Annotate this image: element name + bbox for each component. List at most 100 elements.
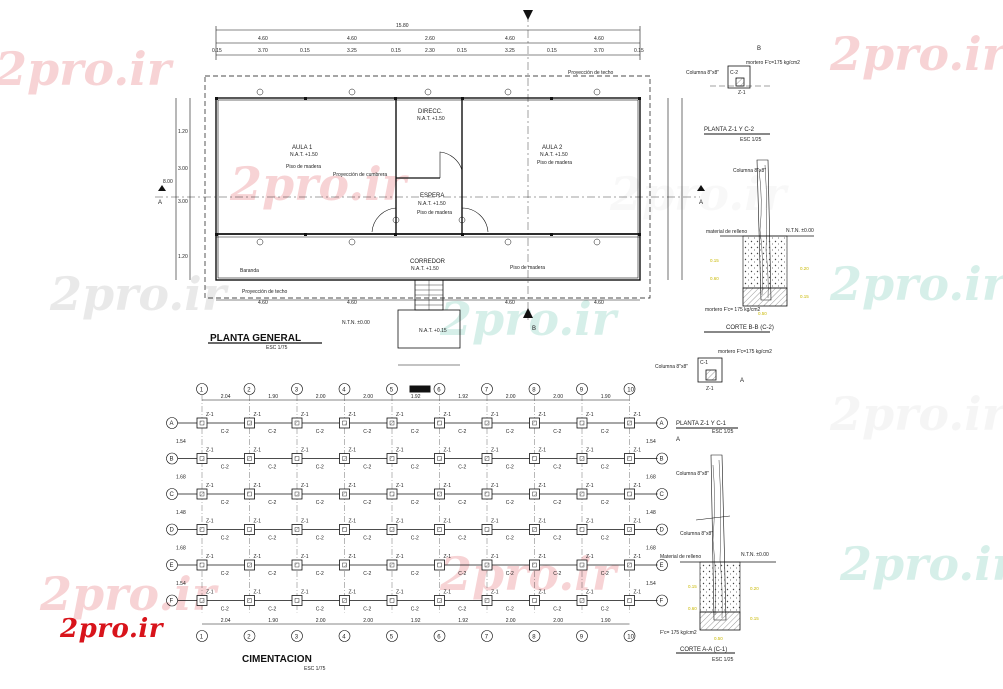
grid-bubble: [481, 383, 493, 395]
column: [627, 562, 632, 568]
column: [247, 598, 252, 603]
beam-label: C-2: [221, 607, 229, 613]
footing-label: Z-1: [396, 590, 404, 596]
side-dimension: 3.00: [178, 199, 188, 205]
beam-label: C-2: [458, 607, 466, 613]
dimension: 2.00: [506, 618, 516, 624]
grid-bubble: [656, 488, 668, 500]
sub-dimension: 3.25: [505, 48, 515, 54]
grid-bubble: [656, 559, 668, 571]
column: [294, 456, 300, 461]
beam-label: C-2: [221, 571, 229, 577]
section-title: CORTE B-B (C-2): [726, 325, 774, 331]
top-dimension: 4.60: [594, 36, 604, 42]
beam-label: C-2: [506, 500, 514, 506]
sub-dimension: 0.15: [391, 48, 401, 54]
column: [294, 420, 300, 426]
grid-label: 7: [485, 635, 489, 641]
grid-bubble: [291, 630, 303, 642]
top-dimension: 2.60: [425, 36, 435, 42]
grid-bubble: [243, 383, 256, 395]
footing-label: Z-1: [634, 554, 642, 560]
grid-bubble: [386, 383, 398, 395]
column: [199, 420, 205, 426]
footing-label: Z-1: [634, 448, 642, 454]
detail-b-labels: B C-2 Z-1 Columna 8"x8" mortero F'c=175 …: [686, 46, 814, 331]
beam-label: C-2: [601, 429, 609, 435]
grid-bubble: [196, 383, 208, 395]
column: [484, 456, 490, 461]
column: [532, 598, 537, 603]
grid-label: A: [170, 421, 174, 427]
footing-label: Z-1: [349, 483, 357, 489]
grid-label: 5: [390, 635, 394, 641]
dimension: 0.60: [710, 276, 719, 281]
grid-label: 6: [437, 635, 441, 641]
beam-label: C-2: [506, 571, 514, 577]
sub-dimension: 2.30: [425, 48, 435, 54]
column: [437, 527, 442, 532]
column: [342, 527, 347, 532]
detail-plan-scale: ESC 1/25: [740, 137, 762, 143]
dimension: 2.00: [553, 394, 563, 400]
dimension: 2.00: [506, 394, 516, 400]
ridge-projection-note: Proyección de cumbrera: [333, 172, 387, 178]
column: [247, 420, 252, 426]
bottom-dimension: 4.60: [347, 300, 357, 306]
roof-projection-note: Proyección de techo: [568, 70, 614, 76]
dimension: 1.54: [646, 581, 656, 587]
dimension: 0.50: [714, 636, 723, 641]
column: [627, 420, 632, 426]
beam-label: C-2: [411, 571, 419, 577]
beam-label: C-2: [316, 429, 324, 435]
column: [627, 527, 632, 532]
column: [247, 562, 252, 568]
brand-logo[interactable]: 2pro.ir: [60, 614, 163, 644]
grid-bubble: [656, 417, 668, 429]
plan-title: PLANTA GENERAL: [210, 333, 301, 344]
footing-label: Z-1: [586, 554, 594, 560]
sub-dimension: 0.15: [212, 48, 222, 54]
bottom-dimension: 4.60: [594, 300, 604, 306]
footing-label: Z-1: [539, 519, 547, 525]
beam-label: C-2: [553, 571, 561, 577]
column-note: Columna 8"x8": [686, 70, 719, 76]
room-name: CORREDOR: [410, 259, 446, 265]
beam-label: C-2: [506, 607, 514, 613]
beam-label: C-2: [268, 429, 276, 435]
grid-bubble: [576, 630, 588, 642]
room-name: DIRECC.: [418, 109, 443, 115]
footing-label: Z-1: [301, 519, 309, 525]
beam-label: C-2: [411, 465, 419, 471]
footing-label: Z-1: [444, 483, 452, 489]
dimension: 2.04: [221, 618, 231, 624]
footing-label: Z-1: [539, 590, 547, 596]
watermark: 2pro.ir: [49, 267, 230, 321]
grid-label: 4: [342, 388, 346, 394]
dimension: 2.00: [363, 618, 373, 624]
column: [579, 562, 585, 568]
footing-label: Z-1: [491, 448, 499, 454]
beam-label: C-2: [553, 500, 561, 506]
dimension: 1.48: [646, 510, 656, 516]
beam-label: C-2: [268, 465, 276, 471]
footing-label: Z-1: [586, 519, 594, 525]
footing-label: Z-1: [396, 483, 404, 489]
beam-label: C-2: [458, 465, 466, 471]
grid-bubble: [433, 630, 446, 642]
side-dimension: 1.20: [178, 129, 188, 135]
foundation-scale: ESC 1/75: [304, 666, 326, 672]
column: [437, 562, 442, 568]
watermark: 2pro.ir: [839, 537, 1003, 591]
beam-label: C-2: [601, 571, 609, 577]
sub-dimension: 0.15: [634, 48, 644, 54]
footing-label: Z-1: [539, 448, 547, 454]
plan-scale: ESC 1/75: [266, 345, 288, 351]
column: [532, 491, 537, 497]
grid-bubble: [623, 383, 636, 395]
beam-label: C-2: [363, 536, 371, 542]
sub-dimension: 0.15: [300, 48, 310, 54]
footing-label: Z-1: [634, 590, 642, 596]
beam-label: C-2: [268, 571, 276, 577]
beam-label: C-2: [411, 536, 419, 542]
